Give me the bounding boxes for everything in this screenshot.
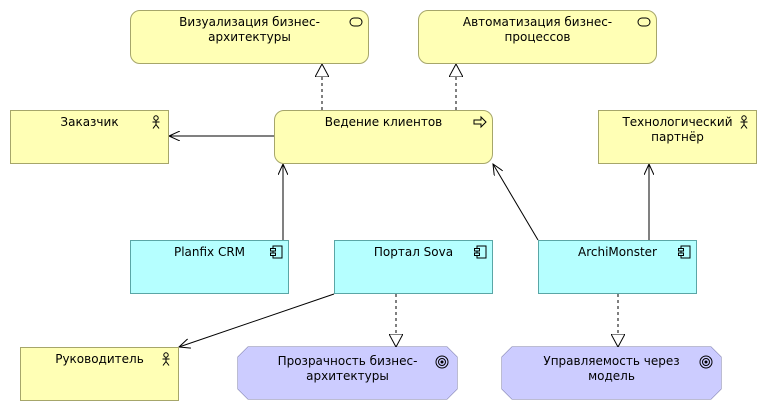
component-icon xyxy=(473,245,487,259)
node-label: Planfix CRM xyxy=(173,245,246,259)
node-label: Портал Sova xyxy=(373,245,454,259)
node-goal-architecture-transparency[interactable]: Прозрачность бизнес- архитектуры xyxy=(238,347,457,399)
node-technology-partner[interactable]: Технологический партнёр xyxy=(598,110,757,164)
node-viz-business-architecture[interactable]: Визуализация бизнес- архитектуры xyxy=(130,10,369,64)
goal-target-icon xyxy=(699,355,713,369)
edge-serving-archi-to-clients[interactable] xyxy=(493,164,539,241)
node-label: Автоматизация бизнес- процессов xyxy=(462,15,613,44)
process-arrow-icon xyxy=(473,115,487,129)
node-manager[interactable]: Руководитель xyxy=(20,347,179,401)
business-service-icon xyxy=(349,15,363,29)
node-label: Руководитель xyxy=(55,352,144,366)
actor-icon xyxy=(159,352,173,366)
component-icon xyxy=(677,245,691,259)
node-business-process-automation[interactable]: Автоматизация бизнес- процессов xyxy=(418,10,657,64)
node-sova-portal[interactable]: Портал Sova xyxy=(334,240,493,294)
edge-serving-sova-to-manager[interactable] xyxy=(179,293,335,347)
node-label: Управляемость через модель xyxy=(543,354,680,383)
node-label: Визуализация бизнес- архитектуры xyxy=(179,15,320,44)
node-customer[interactable]: Заказчик xyxy=(10,110,169,164)
node-archimonster[interactable]: ArchiMonster xyxy=(538,240,697,294)
actor-icon xyxy=(737,115,751,129)
node-label: Ведение клиентов xyxy=(324,115,443,129)
actor-icon xyxy=(149,115,163,129)
component-icon xyxy=(269,245,283,259)
node-client-management-process[interactable]: Ведение клиентов xyxy=(274,110,493,164)
node-label: Прозрачность бизнес- архитектуры xyxy=(277,354,418,383)
goal-target-icon xyxy=(435,355,449,369)
node-goal-manageability-via-model[interactable]: Управляемость через модель xyxy=(502,347,721,399)
node-planfix-crm[interactable]: Planfix CRM xyxy=(130,240,289,294)
business-service-icon xyxy=(637,15,651,29)
node-label: ArchiMonster xyxy=(578,245,657,259)
node-label: Заказчик xyxy=(60,115,119,129)
node-label: Технологический партнёр xyxy=(622,115,733,144)
